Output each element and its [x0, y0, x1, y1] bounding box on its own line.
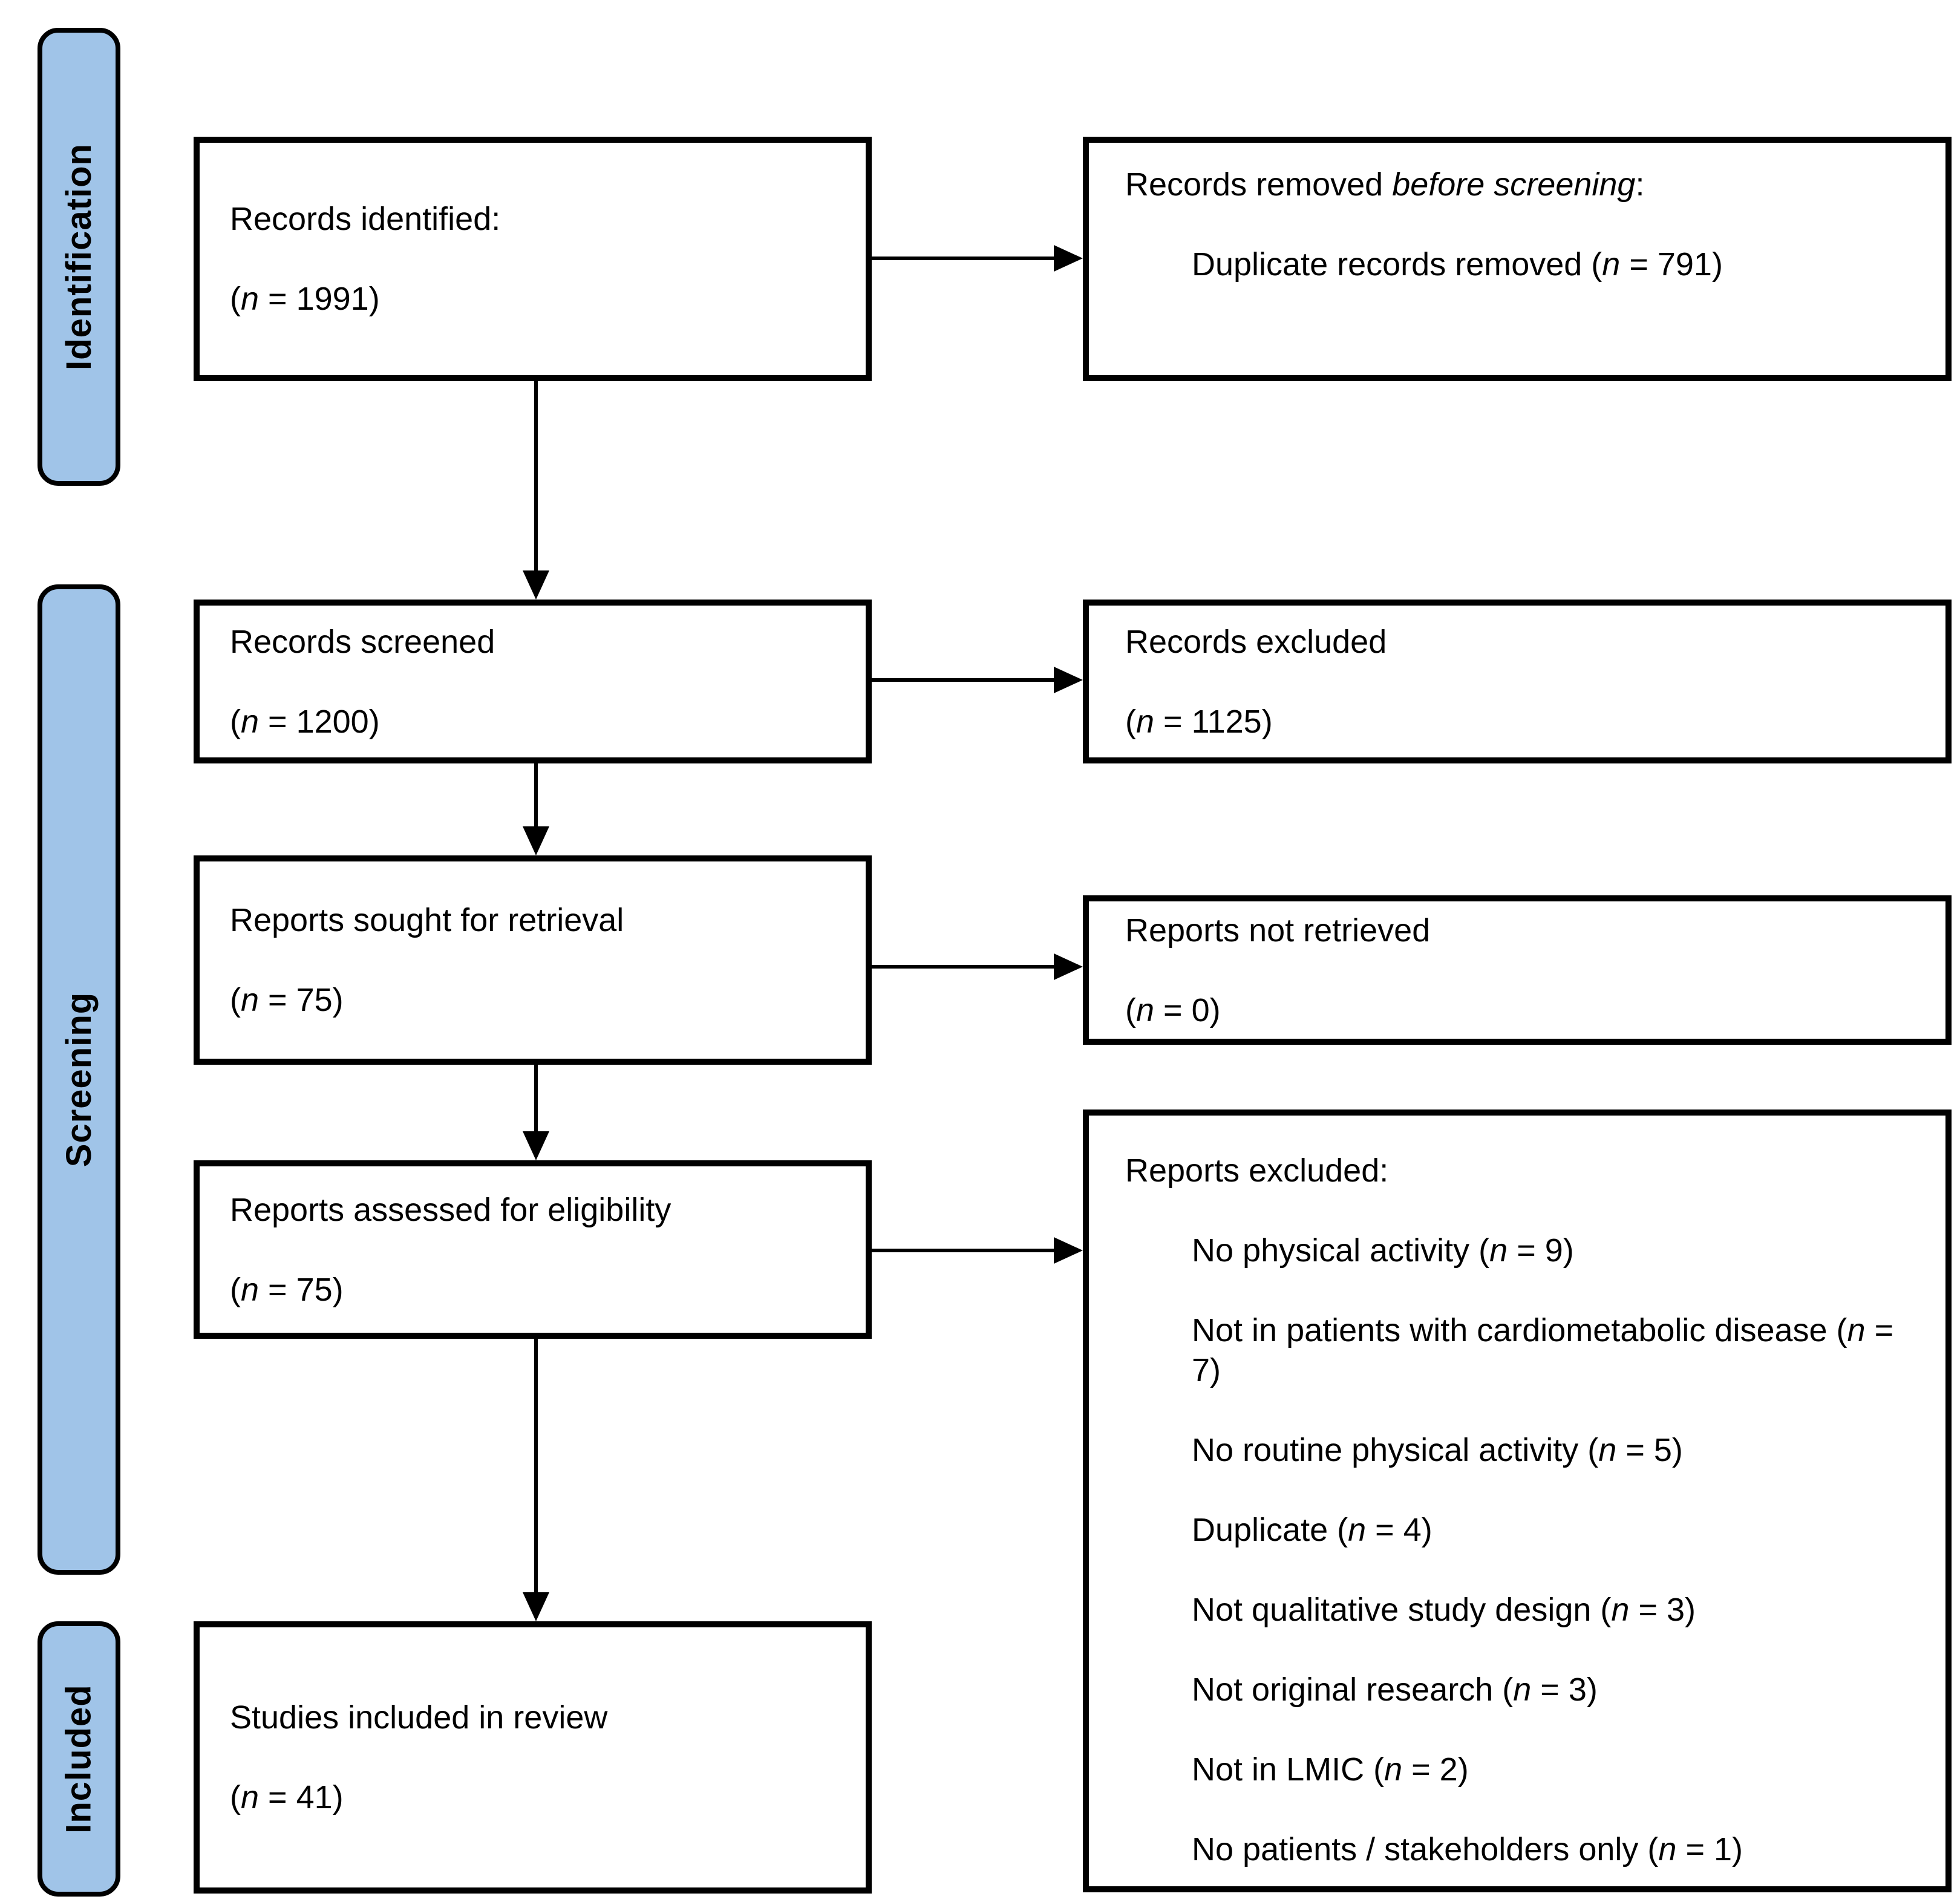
arrow-assessed-to-reports-excluded: [872, 1237, 1083, 1264]
box-reports-sought-for-retrieval: Reports sought for retrieval (n = 75): [194, 855, 872, 1065]
exclusion-item: Not in patients with cardiometabolic dis…: [1192, 1312, 1894, 1388]
exclusion-item: No routine physical activity (n = 5): [1192, 1432, 1683, 1468]
box-line: (n = 75): [230, 1271, 344, 1308]
box-header: Reports excluded:: [1125, 1152, 1389, 1189]
arrow-sought-to-not-retrieved: [872, 953, 1083, 980]
box-reports-assessed-for-eligibility: Reports assessed for eligibility (n = 75…: [194, 1160, 872, 1339]
arrow-sought-to-assessed: [523, 1065, 549, 1160]
exclusion-item: No physical activity (n = 9): [1192, 1232, 1574, 1269]
box-line: (n = 41): [230, 1779, 344, 1815]
box-line: (n = 1200): [230, 703, 380, 740]
arrow-identified-to-removed: [872, 245, 1083, 272]
stage-pill-screening: Screening: [38, 584, 120, 1575]
arrow-screened-to-sought: [523, 763, 549, 855]
box-line: Reports sought for retrieval: [230, 902, 624, 938]
exclusion-item: Not original research (n = 3): [1192, 1672, 1598, 1708]
box-line: (n = 1991): [230, 281, 380, 317]
box-line: (n = 1125): [1125, 703, 1273, 740]
box-line: Records identified:: [230, 201, 501, 237]
box-studies-included-in-review: Studies included in review (n = 41): [194, 1621, 872, 1894]
arrow-screened-to-excluded: [872, 667, 1083, 693]
box-line: Studies included in review: [230, 1699, 608, 1736]
box-line: (n = 75): [230, 982, 344, 1018]
box-line: Reports assessed for eligibility: [230, 1191, 671, 1228]
box-records-screened: Records screened (n = 1200): [194, 600, 872, 763]
exclusion-item: Not in LMIC (n = 2): [1192, 1751, 1469, 1788]
stage-label-included: Included: [59, 1684, 99, 1834]
stage-pill-identification: Identification: [38, 28, 120, 486]
stage-pill-included: Included: [38, 1621, 120, 1897]
box-line: Reports not retrieved: [1125, 912, 1431, 949]
box-line: Records excluded: [1125, 623, 1387, 660]
stage-label-identification: Identification: [59, 143, 99, 370]
box-reports-not-retrieved: Reports not retrieved (n = 0): [1083, 895, 1952, 1045]
stage-label-screening: Screening: [59, 992, 99, 1168]
box-header: Records removed before screening:: [1125, 166, 1645, 203]
box-records-identified: Records identified: (n = 1991): [194, 137, 872, 381]
box-line: (n = 0): [1125, 992, 1221, 1028]
box-line: Records screened: [230, 623, 495, 660]
exclusion-item: Duplicate (n = 4): [1192, 1512, 1432, 1548]
box-reports-excluded: Reports excluded: No physical activity (…: [1083, 1110, 1952, 1892]
box-records-removed-before-screening: Records removed before screening: Duplic…: [1083, 137, 1952, 381]
arrow-identified-to-screened: [523, 381, 549, 600]
arrow-assessed-to-included: [523, 1339, 549, 1621]
exclusion-item: Not qualitative study design (n = 3): [1192, 1592, 1696, 1628]
box-records-excluded: Records excluded (n = 1125): [1083, 600, 1952, 763]
exclusion-item: No patients / stakeholders only (n = 1): [1192, 1831, 1743, 1868]
exclusion-item: Duplicate records removed (n = 791): [1192, 246, 1723, 283]
